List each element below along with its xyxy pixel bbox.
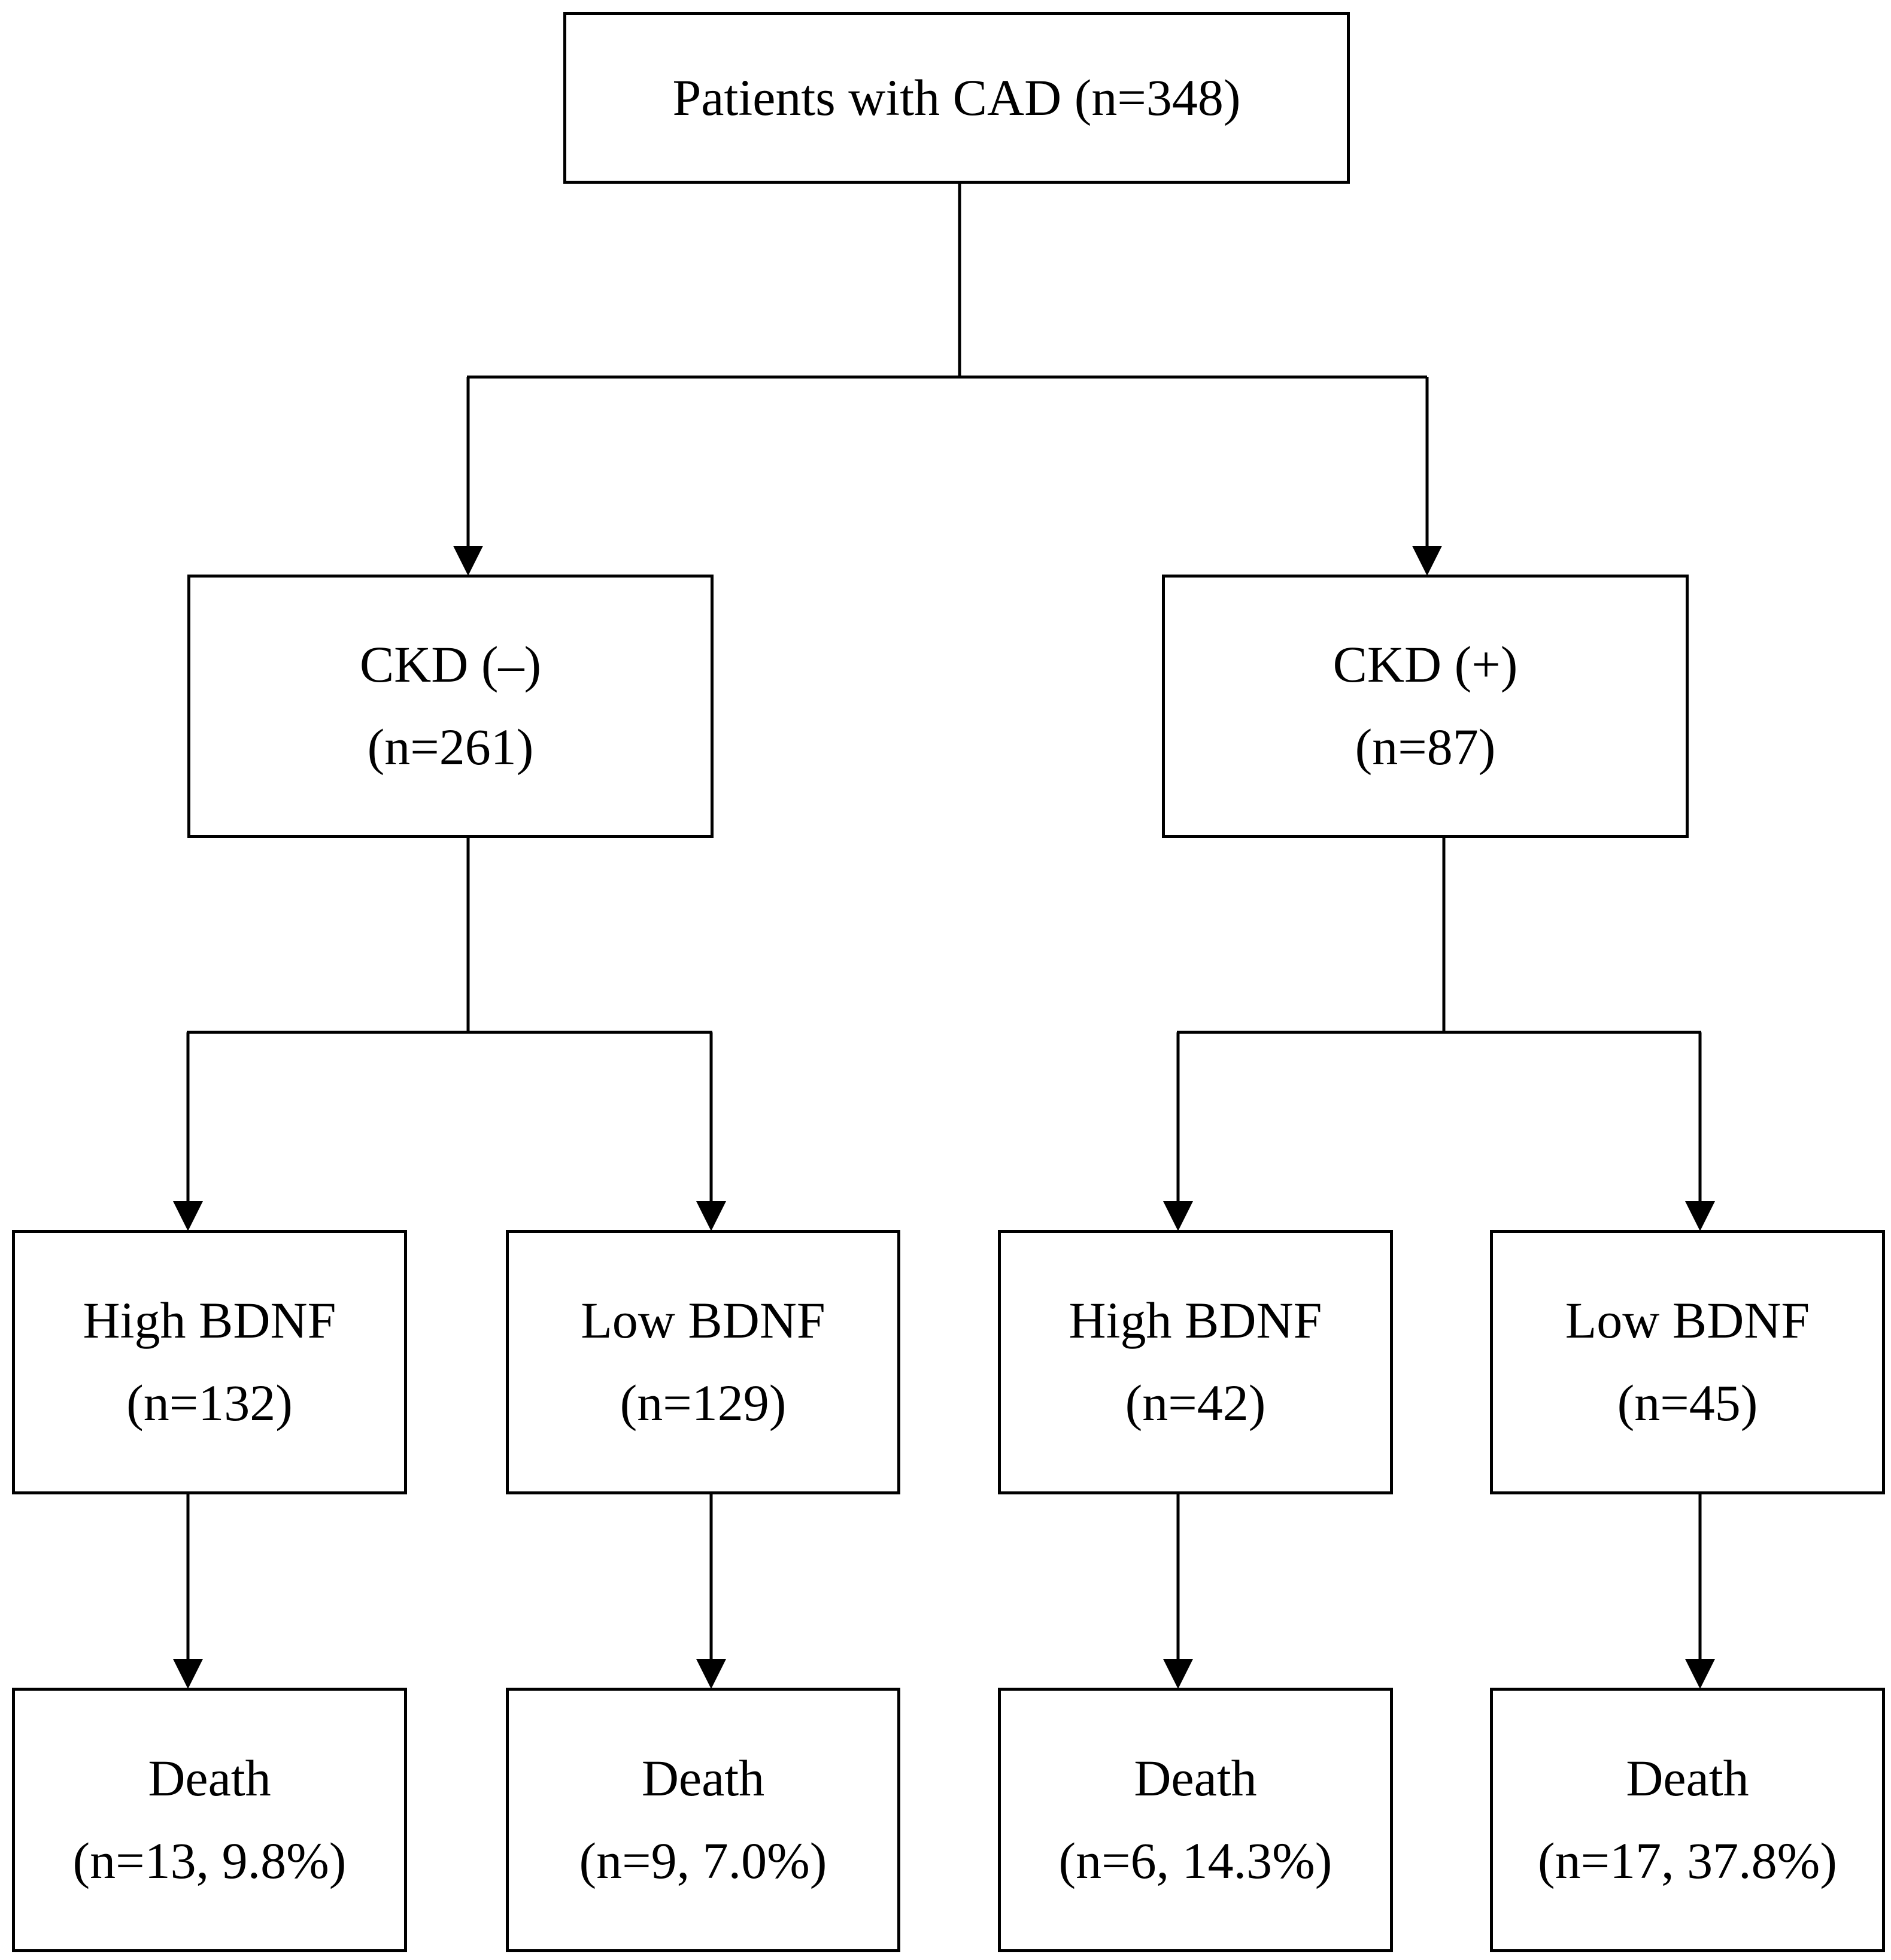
arrowhead-pos-high <box>1163 1201 1193 1231</box>
high-bdnf-count: (n=42) <box>1125 1374 1266 1432</box>
root-label: Patients with CAD (n=348) <box>672 68 1241 126</box>
ckd-negative-high-bdnf-death-box: Death (n=13, 9.8%) <box>12 1688 407 1952</box>
arrowhead-pos-low-death <box>1685 1659 1715 1689</box>
ckd-positive-high-bdnf-box: High BDNF (n=42) <box>998 1230 1393 1494</box>
death-count: (n=6, 14.3%) <box>1058 1832 1332 1889</box>
arrowhead-neg-high-death <box>173 1659 203 1689</box>
ckd-negative-count: (n=261) <box>367 718 534 776</box>
ckd-negative-box: CKD (–) (n=261) <box>187 575 714 838</box>
ckd-positive-high-bdnf-death-box: Death (n=6, 14.3%) <box>998 1688 1393 1952</box>
root-box: Patients with CAD (n=348) <box>563 12 1350 184</box>
high-bdnf-count: (n=132) <box>126 1374 293 1432</box>
arrowhead-ckd-neg <box>453 546 483 576</box>
low-bdnf-label: Low BDNF <box>1565 1292 1810 1350</box>
ckd-positive-label: CKD (+) <box>1332 636 1518 694</box>
death-count: (n=17, 37.8%) <box>1538 1832 1837 1889</box>
death-label: Death <box>641 1749 765 1807</box>
ckd-negative-label: CKD (–) <box>359 636 542 694</box>
low-bdnf-label: Low BDNF <box>581 1292 825 1350</box>
death-label: Death <box>1134 1749 1257 1807</box>
ckd-negative-low-bdnf-box: Low BDNF (n=129) <box>506 1230 900 1494</box>
death-count: (n=9, 7.0%) <box>579 1832 827 1889</box>
low-bdnf-count: (n=129) <box>620 1374 787 1432</box>
low-bdnf-count: (n=45) <box>1617 1374 1758 1432</box>
ckd-positive-box: CKD (+) (n=87) <box>1162 575 1689 838</box>
arrowhead-neg-low-death <box>696 1659 726 1689</box>
arrowhead-pos-high-death <box>1163 1659 1193 1689</box>
high-bdnf-label: High BDNF <box>83 1292 336 1350</box>
death-label: Death <box>1626 1749 1749 1807</box>
ckd-negative-high-bdnf-box: High BDNF (n=132) <box>12 1230 407 1494</box>
death-label: Death <box>148 1749 271 1807</box>
arrowhead-neg-low <box>696 1201 726 1231</box>
arrowhead-pos-low <box>1685 1201 1715 1231</box>
arrowhead-neg-high <box>173 1201 203 1231</box>
ckd-positive-low-bdnf-death-box: Death (n=17, 37.8%) <box>1490 1688 1885 1952</box>
ckd-positive-count: (n=87) <box>1355 718 1496 776</box>
arrowhead-ckd-pos <box>1412 546 1442 576</box>
ckd-positive-low-bdnf-box: Low BDNF (n=45) <box>1490 1230 1885 1494</box>
death-count: (n=13, 9.8%) <box>72 1832 347 1889</box>
ckd-negative-low-bdnf-death-box: Death (n=9, 7.0%) <box>506 1688 900 1952</box>
high-bdnf-label: High BDNF <box>1069 1292 1322 1350</box>
